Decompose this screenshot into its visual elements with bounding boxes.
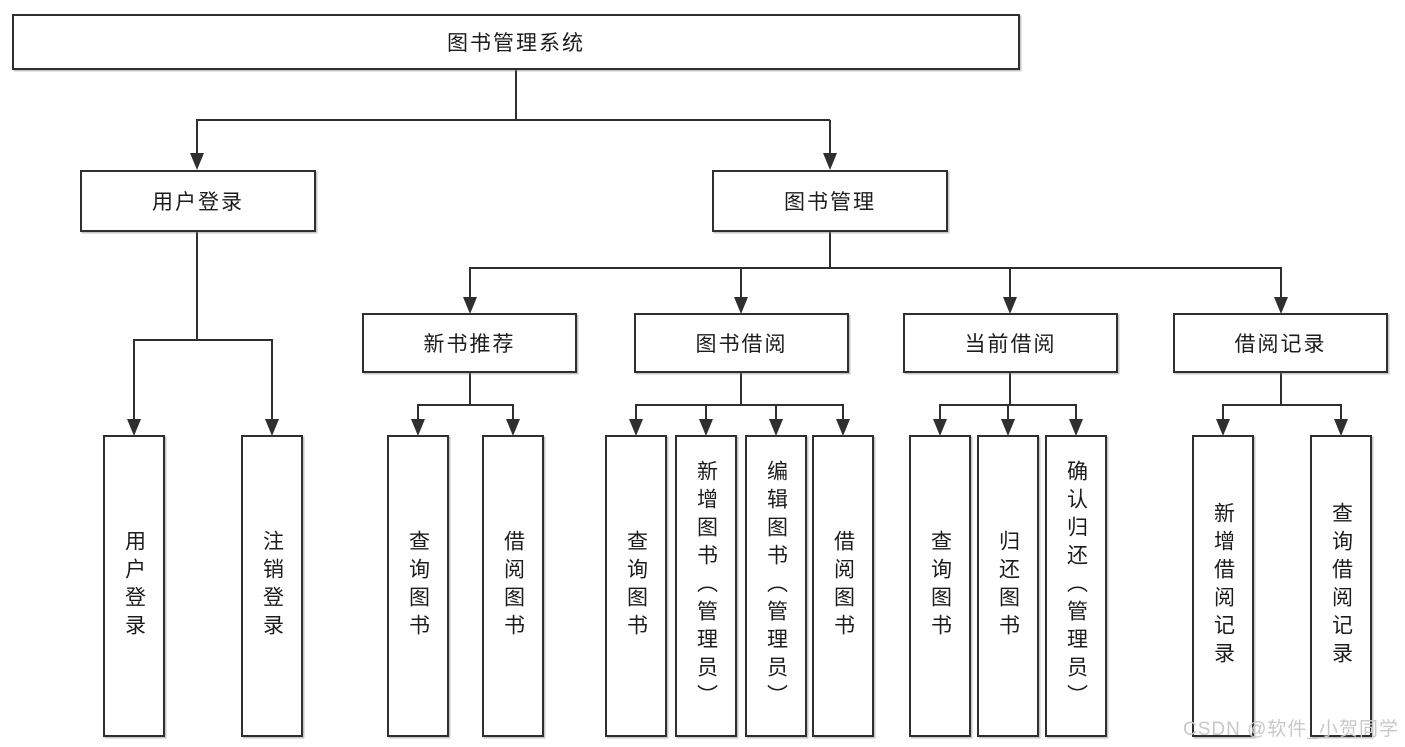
leaf-borrow-book-1: 借阅图书	[482, 435, 544, 737]
connector-book-mgmt-split	[469, 232, 1282, 298]
node-new-book-recommend: 新书推荐	[362, 313, 577, 373]
leaf-label: 查询图书	[928, 530, 952, 642]
connector-user-login-split	[133, 232, 273, 420]
node-book-borrow: 图书借阅	[634, 313, 849, 373]
leaf-label: 编辑图书（管理员）	[764, 460, 788, 712]
leaf-add-book-admin: 新增图书（管理员）	[675, 435, 737, 737]
leaf-query-book-3: 查询图书	[909, 435, 971, 737]
connector-book-borrow-split	[635, 373, 844, 420]
leaf-query-book-2: 查询图书	[605, 435, 667, 737]
leaf-query-book-1: 查询图书	[387, 435, 449, 737]
node-current-borrow: 当前借阅	[903, 313, 1118, 373]
leaf-edit-book-admin: 编辑图书（管理员）	[745, 435, 807, 737]
node-borrow-record: 借阅记录	[1173, 313, 1388, 373]
leaf-return-book: 归还图书	[977, 435, 1039, 737]
node-library-system: 图书管理系统	[12, 14, 1020, 70]
connector-root-split	[196, 68, 831, 154]
arrowheads	[127, 153, 1348, 436]
connector-borrow-record-split	[1222, 373, 1342, 420]
csdn-watermark: CSDN @软件_小贺同学	[1183, 719, 1399, 740]
leaf-borrow-book-2: 借阅图书	[812, 435, 874, 737]
leaf-confirm-return-admin: 确认归还（管理员）	[1045, 435, 1107, 737]
leaf-logout: 注销登录	[241, 435, 303, 737]
leaf-label: 新增借阅记录	[1211, 502, 1235, 670]
leaf-label: 查询图书	[406, 530, 430, 642]
leaf-label: 查询借阅记录	[1329, 502, 1353, 670]
leaf-label: 注销登录	[260, 530, 284, 642]
connector-current-borrow-split	[939, 373, 1077, 420]
leaf-label: 借阅图书	[831, 530, 855, 642]
connector-new-book-split	[417, 373, 514, 420]
leaf-label: 借阅图书	[501, 530, 525, 642]
leaf-label: 确认归还（管理员）	[1064, 460, 1088, 712]
leaf-user-login: 用户登录	[103, 435, 165, 737]
leaf-label: 用户登录	[122, 530, 146, 642]
node-book-management: 图书管理	[712, 170, 948, 232]
leaf-label: 归还图书	[996, 530, 1020, 642]
leaf-label: 查询图书	[624, 530, 648, 642]
leaf-add-borrow-record: 新增借阅记录	[1192, 435, 1254, 737]
leaf-query-borrow-record: 查询借阅记录	[1310, 435, 1372, 737]
node-user-login: 用户登录	[80, 170, 316, 232]
leaf-label: 新增图书（管理员）	[694, 460, 718, 712]
